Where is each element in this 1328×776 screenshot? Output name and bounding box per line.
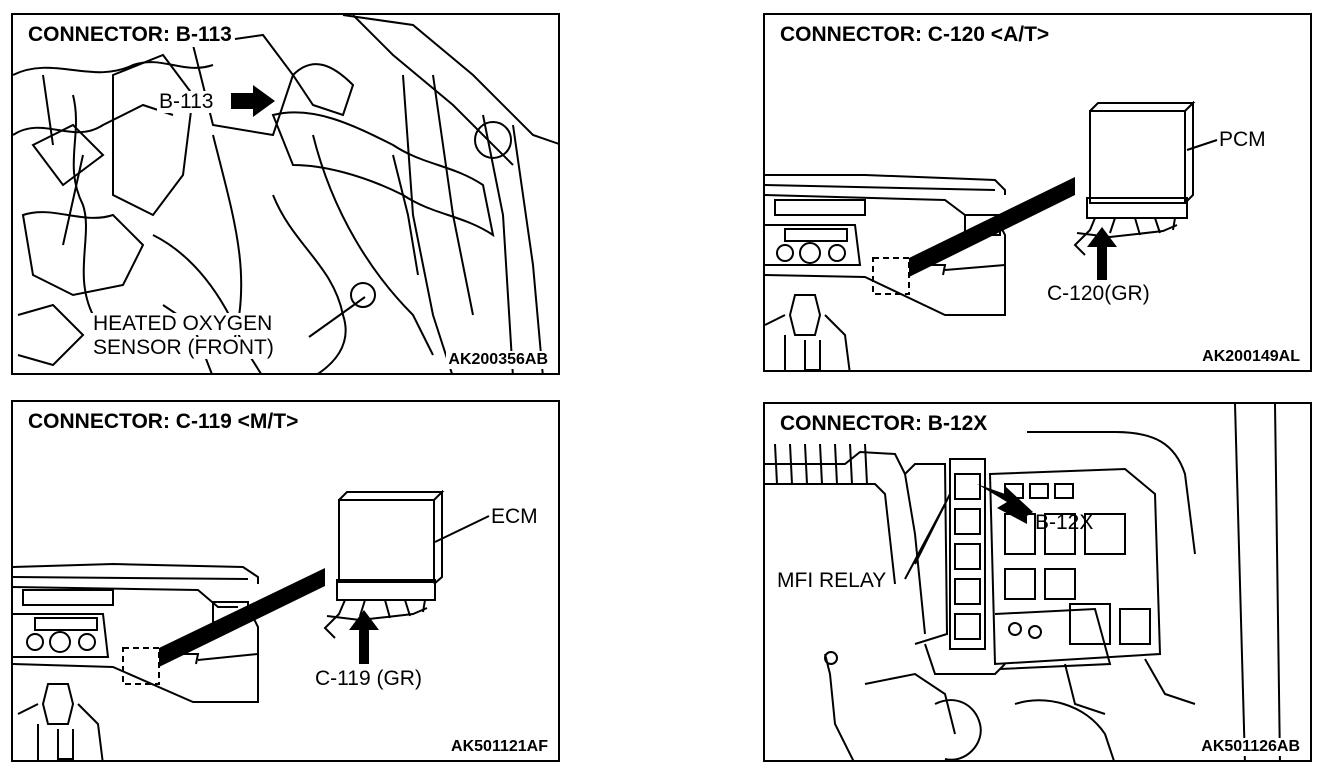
panel-c119: CONNECTOR: C-119 <M/T> ECM C-119 (GR) AK… bbox=[11, 400, 560, 762]
dashboard-ecm-illustration bbox=[13, 489, 490, 760]
panel-b12x: CONNECTOR: B-12X B-12X MFI RELAY AK50112… bbox=[763, 402, 1312, 762]
panel-title: CONNECTOR: C-120 <A/T> bbox=[777, 23, 1053, 47]
ecm-label: ECM bbox=[491, 505, 538, 528]
relay-label: MFI RELAY bbox=[775, 569, 889, 592]
connector-label: C-119 (GR) bbox=[315, 667, 422, 690]
figure-code: AK501126AB bbox=[1199, 738, 1302, 756]
panel-b113: CONNECTOR: B-113 B-113 HEATED OXYGEN SEN… bbox=[11, 13, 560, 375]
sensor-label-line2: SENSOR (FRONT) bbox=[91, 336, 276, 359]
pcm-label: PCM bbox=[1219, 128, 1266, 151]
b113-arrow-icon bbox=[231, 85, 366, 338]
engine-bay-illustration bbox=[13, 15, 558, 373]
figure-code: AK501121AF bbox=[449, 738, 550, 756]
figure-code: AK200356AB bbox=[446, 351, 550, 369]
figure-code: AK200149AL bbox=[1200, 348, 1302, 366]
dashboard-pcm-illustration bbox=[765, 100, 1218, 370]
connector-label: C-120(GR) bbox=[1047, 282, 1150, 305]
connector-label: B-12X bbox=[1035, 511, 1094, 534]
relay-box-illustration bbox=[765, 404, 1281, 760]
sensor-label-line1: HEATED OXYGEN bbox=[91, 312, 275, 335]
panel-title: CONNECTOR: B-113 bbox=[25, 23, 235, 47]
panel-c120: CONNECTOR: C-120 <A/T> PCM C-120(GR) AK2… bbox=[763, 13, 1312, 372]
connector-label: B-113 bbox=[157, 90, 216, 113]
panel-title: CONNECTOR: C-119 <M/T> bbox=[25, 410, 302, 434]
panel-title: CONNECTOR: B-12X bbox=[777, 412, 994, 436]
